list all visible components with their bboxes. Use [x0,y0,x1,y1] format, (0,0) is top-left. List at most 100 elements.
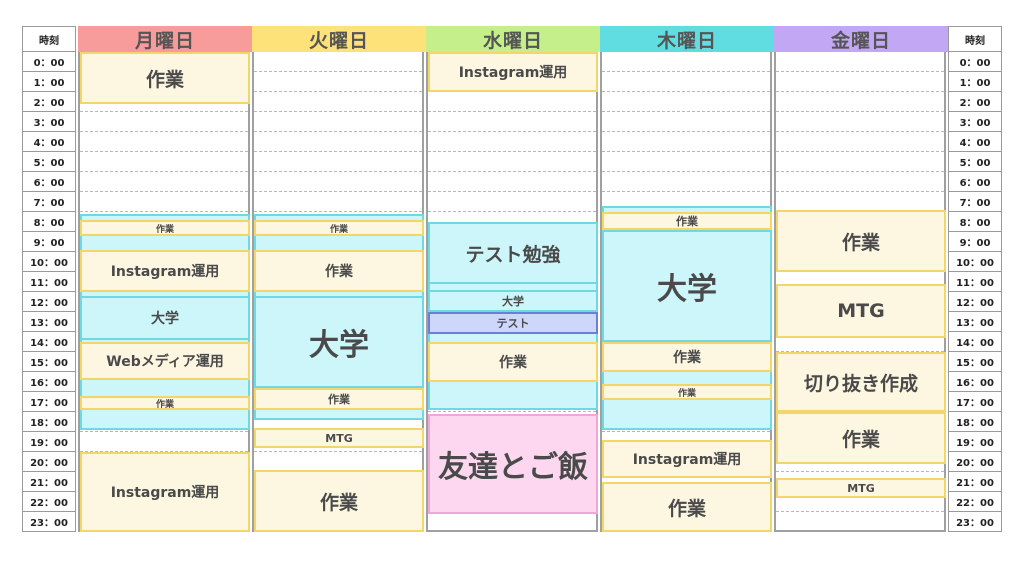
hour-gridline [254,111,422,112]
event-block[interactable]: 切り抜き作成 [776,352,946,412]
time-cell: 8：00 [948,212,1002,232]
hour-gridline [776,171,944,172]
time-cell: 20：00 [22,452,76,472]
event-block[interactable]: Instagram運用 [428,52,598,92]
event-block[interactable]: 大学 [602,230,772,342]
time-cell: 14：00 [948,332,1002,352]
time-cell: 0：00 [22,52,76,72]
event-block[interactable]: 作業 [254,388,424,410]
event-block[interactable]: 作業 [80,52,250,104]
day-header: 水曜日 [426,26,600,52]
event-block[interactable]: 作業 [80,220,250,236]
event-block[interactable]: 作業 [428,342,598,382]
event-block[interactable]: 作業 [602,342,772,372]
event-block[interactable]: 作業 [602,212,772,230]
hour-gridline [80,451,248,452]
event-block[interactable]: 作業 [776,412,946,464]
hour-gridline [254,91,422,92]
event-block[interactable]: MTG [776,478,946,498]
hour-gridline [776,151,944,152]
event-block[interactable]: 作業 [602,384,772,400]
hour-gridline [602,71,770,72]
hour-gridline [254,191,422,192]
time-cell: 9：00 [948,232,1002,252]
event-block[interactable]: 作業 [776,210,946,272]
time-cell: 10：00 [22,252,76,272]
hour-gridline [80,151,248,152]
hour-gridline [254,151,422,152]
hour-gridline [776,111,944,112]
hour-gridline [254,451,422,452]
event-block[interactable]: 大学 [428,290,598,312]
time-cell: 21：00 [948,472,1002,492]
event-block[interactable]: 大学 [80,296,250,340]
event-block[interactable]: 作業 [254,470,424,532]
hour-gridline [776,191,944,192]
time-cell: 7：00 [948,192,1002,212]
time-cell: 18：00 [22,412,76,432]
time-cell: 11：00 [22,272,76,292]
event-block[interactable]: 作業 [602,482,772,532]
event-block[interactable]: 大学 [254,296,424,388]
time-cell: 3：00 [22,112,76,132]
hour-gridline [602,171,770,172]
hour-gridline [254,131,422,132]
hour-gridline [776,471,944,472]
day-column: 金曜日作業 MTG 切り抜き作成作業 MTG [774,26,948,532]
event-block[interactable]: 作業 [254,220,424,236]
hour-gridline [776,511,944,512]
hour-gridline [428,131,596,132]
hour-gridline [80,431,248,432]
time-cell: 14：00 [22,332,76,352]
day-header: 木曜日 [600,26,774,52]
time-cell: 1：00 [948,72,1002,92]
event-block[interactable]: Webメディア運用 [80,342,250,380]
hour-gridline [428,191,596,192]
time-cell: 11：00 [948,272,1002,292]
event-block[interactable]: 作業 [80,396,250,410]
hour-gridline [254,171,422,172]
time-cell: 1：00 [22,72,76,92]
time-cell: 8：00 [22,212,76,232]
time-cell: 2：00 [22,92,76,112]
time-cell: 16：00 [948,372,1002,392]
time-cell: 22：00 [22,492,76,512]
hour-gridline [80,211,248,212]
time-cell: 13：00 [22,312,76,332]
time-cell: 19：00 [948,432,1002,452]
hour-gridline [428,411,596,412]
time-header-right: 時刻 [948,26,1002,52]
time-cell: 18：00 [948,412,1002,432]
event-block[interactable]: MTG [776,284,946,338]
time-cell: 20：00 [948,452,1002,472]
hour-gridline [602,111,770,112]
event-block[interactable]: テスト勉強 [428,222,598,284]
day-header: 金曜日 [774,26,948,52]
time-cell: 23：00 [22,512,76,532]
hour-gridline [602,431,770,432]
time-cell: 12：00 [948,292,1002,312]
hour-gridline [428,171,596,172]
time-cell: 10：00 [948,252,1002,272]
day-header: 月曜日 [78,26,252,52]
event-block[interactable]: Instagram運用 [80,452,250,532]
event-block[interactable]: MTG [254,428,424,448]
hour-gridline [428,211,596,212]
event-block[interactable]: 友達とご飯 [428,414,598,514]
hour-gridline [602,151,770,152]
event-block[interactable]: テスト [428,312,598,334]
time-cell: 6：00 [22,172,76,192]
event-block[interactable]: Instagram運用 [80,250,250,292]
hour-gridline [80,171,248,172]
hour-gridline [428,151,596,152]
hour-gridline [776,71,944,72]
event-block[interactable]: Instagram運用 [602,440,772,478]
time-cell: 6：00 [948,172,1002,192]
time-cell: 7：00 [22,192,76,212]
event-block[interactable]: 作業 [254,250,424,292]
hour-gridline [602,131,770,132]
